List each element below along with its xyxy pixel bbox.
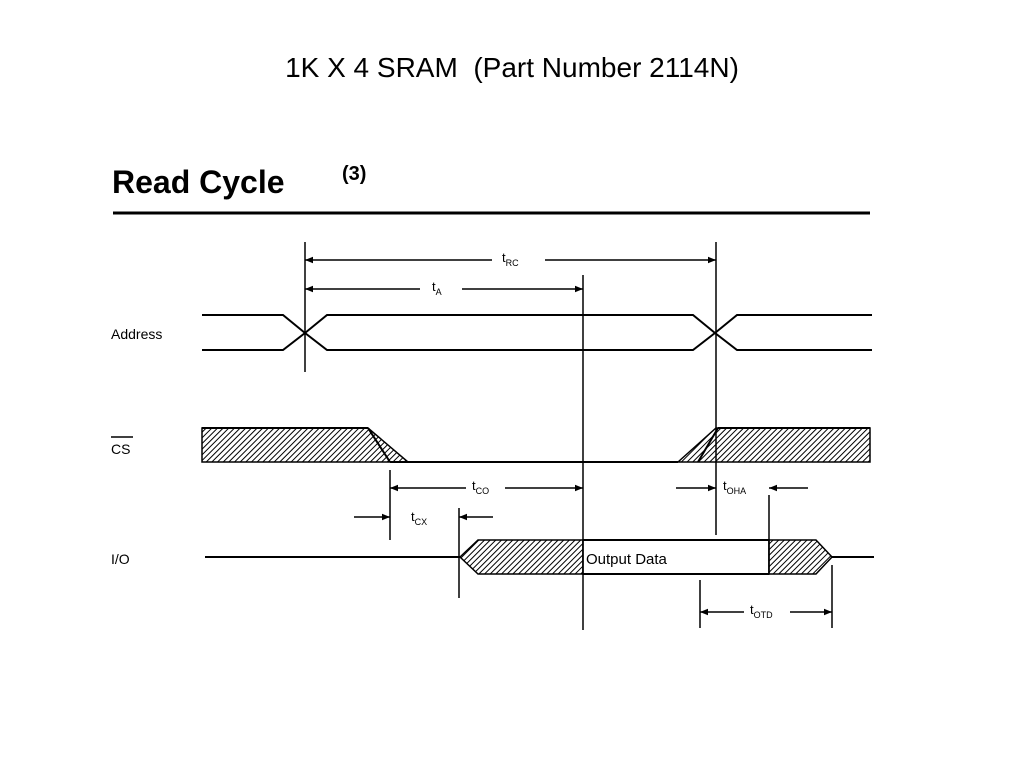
reference-lines (304, 242, 833, 630)
t-otd-label: tOTD (750, 602, 773, 620)
io-waveform: Output Data (205, 539, 874, 575)
t-a-label: tA (432, 279, 442, 297)
address-waveform (202, 314, 872, 351)
t-cx-dimension: tCX (354, 509, 493, 527)
t-oha-label: tOHA (723, 478, 746, 496)
t-co-label: tCO (472, 478, 489, 496)
address-label: Address (111, 326, 162, 342)
section-superscript: (3) (342, 163, 366, 185)
t-cx-label: tCX (411, 509, 427, 527)
section-title: Read Cycle (112, 164, 285, 200)
output-data-label: Output Data (586, 551, 668, 568)
t-a-dimension: tA (305, 279, 583, 297)
slide-title: 1K X 4 SRAM (Part Number 2114N) (285, 52, 739, 83)
t-otd-dimension: tOTD (700, 602, 832, 620)
cs-label: CS (111, 441, 130, 457)
t-rc-dimension: tRC (305, 250, 716, 268)
io-label: I/O (111, 551, 130, 567)
t-oha-dimension: tOHA (676, 478, 808, 496)
t-co-dimension: tCO (390, 478, 583, 496)
cs-waveform (201, 427, 871, 463)
t-rc-label: tRC (502, 250, 519, 268)
